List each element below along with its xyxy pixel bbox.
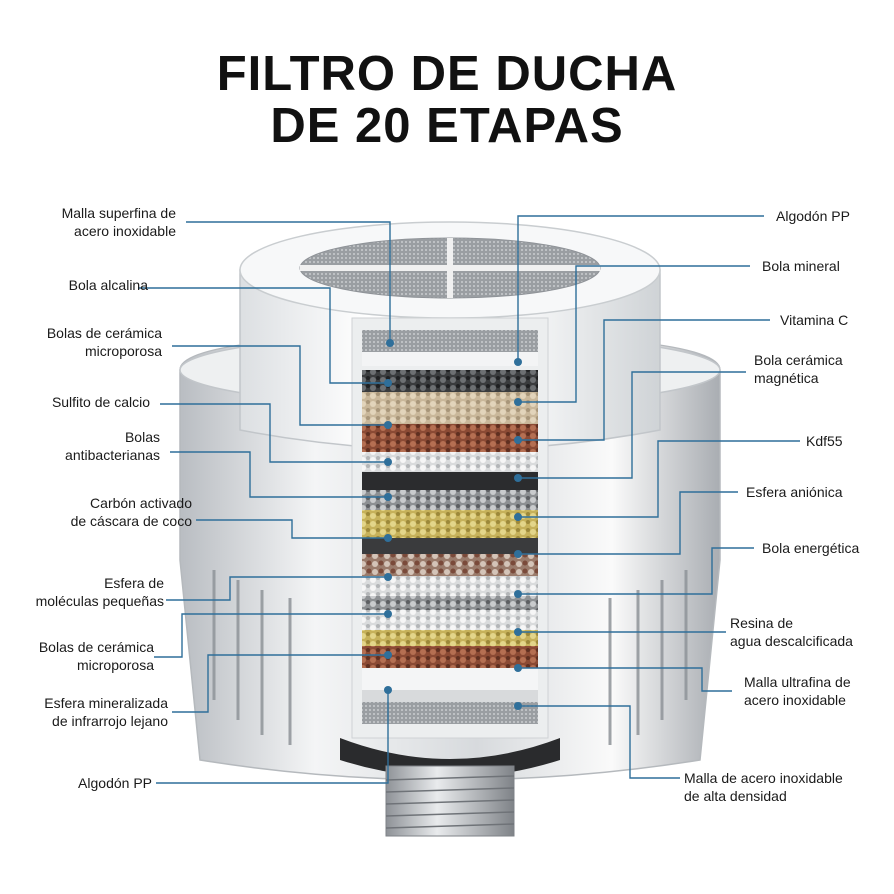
label-malla-alta-densidad: Malla de acero inoxidable de alta densid…	[684, 769, 843, 805]
left-leader-dots	[384, 339, 394, 694]
cartridge-cutaway	[340, 317, 560, 778]
label-line: acero inoxidable	[74, 223, 176, 239]
label-line: Bolas	[124, 429, 160, 445]
label-line: Malla de acero inoxidable	[684, 770, 843, 786]
label-line: Bolas de cerámica	[46, 325, 162, 341]
label-bolas-ceramica-2: Bolas de cerámica microporosa	[39, 638, 154, 674]
label-malla-ultrafina: Malla ultrafina de acero inoxidable	[744, 673, 851, 709]
label-line: Malla superfina de	[61, 205, 176, 221]
label-line: Bolas de cerámica	[38, 639, 154, 655]
label-kdf55: Kdf55	[806, 432, 843, 450]
right-leader-lines	[517, 215, 800, 779]
label-esfera-moleculas: Esfera de moléculas pequeñas	[36, 574, 164, 610]
label-line: Esfera de	[104, 575, 164, 591]
label-bola-ceramica-magnetica: Bola cerámica magnética	[754, 351, 843, 387]
label-vitamina-c: Vitamina C	[780, 311, 848, 329]
label-carbon-activado: Carbón activado de cáscara de coco	[71, 494, 192, 530]
label-line: Bola energética	[762, 540, 860, 556]
thread-connector	[385, 765, 515, 837]
label-line: moléculas pequeñas	[35, 593, 164, 609]
label-malla-superfina: Malla superfina de acero inoxidable	[62, 204, 176, 240]
label-bola-energetica: Bola energética	[762, 539, 859, 557]
label-line: microporosa	[84, 343, 162, 359]
label-line: Sulfito de calcio	[51, 394, 150, 410]
upper-cap	[239, 221, 661, 451]
label-line: Carbón activado	[90, 495, 192, 511]
label-line: Bola cerámica	[754, 352, 843, 368]
label-line: Algodón PP	[776, 208, 850, 224]
label-line: antibacterianas	[65, 447, 160, 463]
label-esfera-anionica: Esfera aniónica	[746, 483, 843, 501]
right-leader-dots	[514, 358, 522, 710]
label-line: Malla ultrafina de	[744, 674, 851, 690]
label-bolas-antibacterianas: Bolas antibacterianas	[65, 428, 160, 464]
label-line: de alta densidad	[684, 788, 787, 804]
label-line: Esfera aniónica	[746, 484, 843, 500]
label-line: Bola alcalina	[68, 277, 148, 293]
title-line-1: FILTRO DE DUCHA	[216, 47, 678, 101]
label-algodon-pp-left: Algodón PP	[78, 774, 152, 792]
label-line: Esfera mineralizada	[44, 695, 168, 711]
label-bola-mineral: Bola mineral	[762, 257, 840, 275]
label-line: Algodón PP	[78, 775, 152, 791]
label-line: de cáscara de coco	[70, 513, 192, 529]
label-line: Kdf55	[806, 433, 843, 449]
label-line: Bola mineral	[762, 258, 840, 274]
label-line: Resina de	[730, 615, 794, 631]
title-line-2: DE 20 ETAPAS	[270, 99, 624, 153]
label-line: microporosa	[76, 657, 154, 673]
left-leader-lines	[138, 221, 391, 784]
label-line: agua descalcificada	[730, 633, 853, 649]
label-algodon-pp-right: Algodón PP	[776, 207, 850, 225]
label-bolas-ceramica-1: Bolas de cerámica microporosa	[47, 324, 162, 360]
label-esfera-mineralizada: Esfera mineralizada de infrarrojo lejano	[44, 694, 168, 730]
label-sulfito-calcio: Sulfito de calcio	[52, 393, 150, 411]
label-line: Vitamina C	[780, 312, 849, 328]
label-line: de infrarrojo lejano	[52, 713, 168, 729]
label-line: magnética	[754, 370, 819, 386]
label-line: acero inoxidable	[744, 692, 846, 708]
label-bola-alcalina: Bola alcalina	[69, 276, 148, 294]
label-resina: Resina de agua descalcificada	[730, 614, 853, 650]
